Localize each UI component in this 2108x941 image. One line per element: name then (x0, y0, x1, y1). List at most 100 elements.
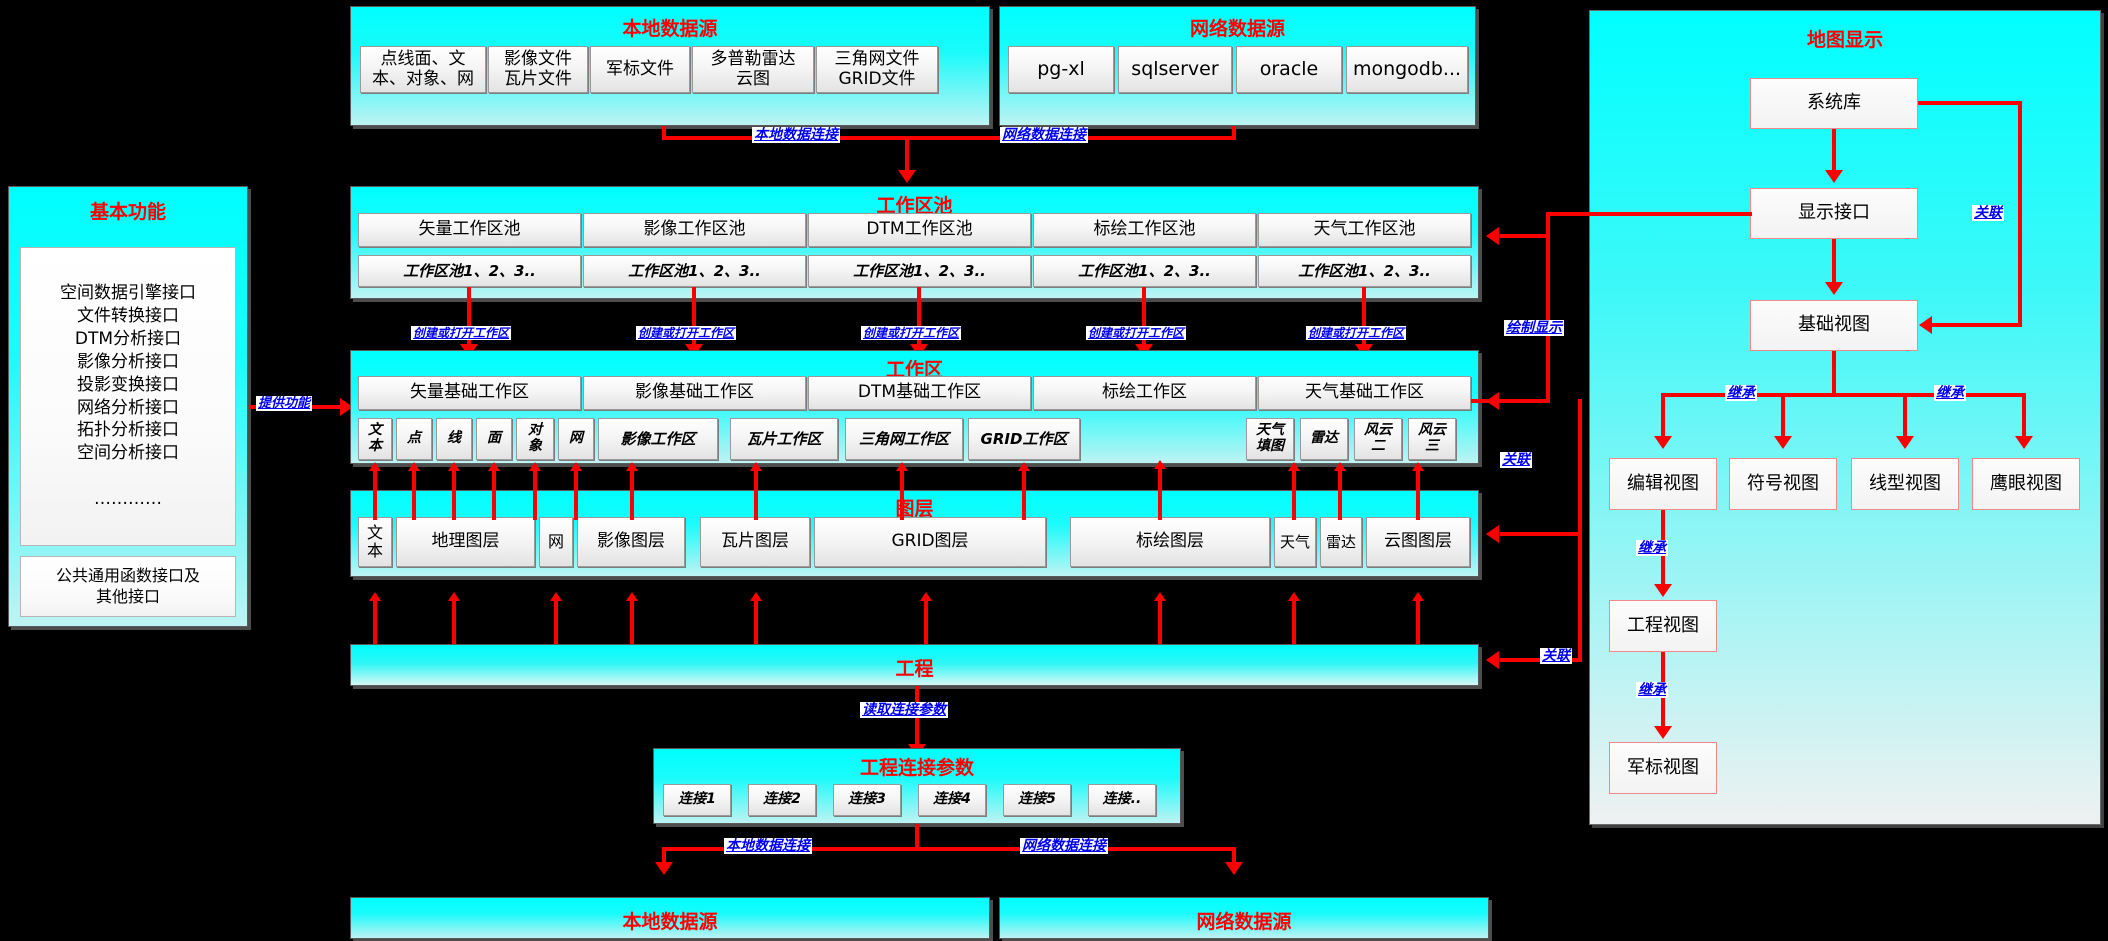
edge-label-read-conn-params: 读取连接参数 (860, 702, 948, 718)
workspace-pool-column[interactable]: 天气工作区池 (1258, 213, 1471, 247)
map-node-display-api[interactable]: 显示接口 (1750, 188, 1918, 239)
map-node-system-lib[interactable]: 系统库 (1750, 78, 1918, 129)
connector-draw-display-to-ws (1500, 399, 1550, 403)
layer-chip[interactable]: 地理图层 (396, 517, 535, 567)
basic-function-common-interface: 公共通用函数接口及 其他接口 (20, 556, 236, 617)
project-params-item[interactable]: 连接1 (663, 784, 731, 816)
arrow-layer-to-project (1154, 592, 1166, 601)
map-node-project-view[interactable]: 工程视图 (1609, 600, 1717, 652)
workspace-pool-instances[interactable]: 工作区池1、2、3.. (358, 255, 581, 287)
workspace-chip[interactable]: 天气 填图 (1246, 418, 1294, 460)
workspace-base[interactable]: 天气基础工作区 (1258, 376, 1471, 410)
connector-ws-to-layer (1022, 470, 1026, 520)
net-source-item[interactable]: sqlserver (1118, 46, 1232, 93)
connector-layer-to-project (754, 600, 758, 644)
layer-chip[interactable]: 雷达 (1320, 517, 1362, 567)
workspace-chip[interactable]: 风云 二 (1354, 418, 1402, 460)
connector-pool-to-ws (467, 287, 471, 350)
net-source-item[interactable]: mongodb... (1346, 46, 1468, 93)
project-params-item[interactable]: 连接5 (1003, 784, 1071, 816)
layer-chip[interactable]: 影像图层 (577, 517, 685, 567)
workspace-base[interactable]: 影像基础工作区 (583, 376, 806, 410)
workspace-chip[interactable]: 三角网工作区 (845, 418, 963, 460)
layer-chip[interactable]: 云图图层 (1366, 517, 1470, 567)
layer-chip[interactable]: GRID图层 (814, 517, 1046, 567)
arrow-inherit-line (1896, 436, 1914, 449)
edge-label-create-open-1: 创建或打开工作区 (411, 326, 512, 340)
workspace-pool-column[interactable]: 矢量工作区池 (358, 213, 581, 247)
connector-ws-to-layer (1158, 468, 1162, 520)
connector-layer-to-project (554, 600, 558, 644)
workspace-chip[interactable]: 网 (558, 418, 594, 460)
workspace-pool-column[interactable]: DTM工作区池 (808, 213, 1031, 247)
arrow-assoc-to-project (1486, 651, 1499, 669)
workspace-pool-column[interactable]: 标绘工作区池 (1033, 213, 1256, 247)
connector-layer-to-project (452, 600, 456, 644)
connector-ws-to-layer (1416, 470, 1420, 520)
layer-chip[interactable]: 天气 (1274, 517, 1316, 567)
workspace-pool-instances[interactable]: 工作区池1、2、3.. (1258, 255, 1471, 287)
edge-label-assoc-project: 关联 (1540, 648, 1572, 664)
net-source-item[interactable]: pg-xl (1008, 46, 1114, 93)
local-source-item[interactable]: 多普勒雷达 云图 (692, 46, 814, 93)
project-panel: 工程 (350, 644, 1479, 686)
connector-assoc-sys-bottom (1932, 323, 2022, 327)
edge-label-create-open-5: 创建或打开工作区 (1306, 326, 1407, 340)
edge-label-inherit-right: 继承 (1934, 385, 1966, 401)
workspace-pool-column[interactable]: 影像工作区池 (583, 213, 806, 247)
map-node-edit-view[interactable]: 编辑视图 (1609, 458, 1717, 510)
map-node-base-view[interactable]: 基础视图 (1750, 300, 1918, 351)
layer-chip[interactable]: 瓦片图层 (700, 517, 810, 567)
workspace-base[interactable]: 标绘工作区 (1033, 376, 1256, 410)
connector-draw-display-vert (1546, 212, 1550, 403)
connector-pool-to-ws (917, 287, 921, 350)
workspace-chip[interactable]: GRID工作区 (968, 418, 1080, 460)
workspace-base[interactable]: 矢量基础工作区 (358, 376, 581, 410)
arrow-assoc-sys-to-base (1919, 316, 1932, 334)
connector-inherit-line (1903, 393, 1907, 439)
connector-ws-to-layer (754, 470, 758, 520)
workspace-pool-instances[interactable]: 工作区池1、2、3.. (583, 255, 806, 287)
workspace-pool-instances[interactable]: 工作区池1、2、3.. (1033, 255, 1256, 287)
layer-chip[interactable]: 文 本 (358, 517, 392, 567)
local-source-item[interactable]: 军标文件 (590, 46, 690, 93)
edge-label-inherit-project: 继承 (1636, 540, 1668, 556)
connector-params-stem (915, 824, 919, 849)
workspace-chip[interactable]: 雷达 (1300, 418, 1348, 460)
workspace-chip[interactable]: 文 本 (358, 418, 392, 460)
project-params-item[interactable]: 连接2 (748, 784, 816, 816)
map-node-symbol-view[interactable]: 符号视图 (1729, 458, 1837, 510)
connector-ws-to-layer (630, 470, 634, 520)
map-node-eagle-view[interactable]: 鹰眼视图 (1972, 458, 2080, 510)
workspace-chip[interactable]: 点 (396, 418, 432, 460)
workspace-base[interactable]: DTM基础工作区 (808, 376, 1031, 410)
workspace-chip[interactable]: 面 (476, 418, 512, 460)
connector-inherit-eagle (2022, 393, 2026, 439)
arrow-layer-to-project (626, 592, 638, 601)
project-params-item[interactable]: 连接.. (1088, 784, 1156, 816)
edge-label-create-open-2: 创建或打开工作区 (636, 326, 737, 340)
project-params-item[interactable]: 连接3 (833, 784, 901, 816)
connector-ws-to-layer (452, 470, 456, 520)
workspace-chip[interactable]: 对 象 (516, 418, 554, 460)
map-node-military-view[interactable]: 军标视图 (1609, 742, 1717, 794)
layer-chip[interactable]: 网 (539, 517, 573, 567)
connector-ws-to-layer (1292, 470, 1296, 520)
connector-layer-to-project (1416, 600, 1420, 644)
net-source-item[interactable]: oracle (1236, 46, 1342, 93)
edge-label-assoc-sys: 关联 (1972, 205, 2004, 221)
workspace-pool-instances[interactable]: 工作区池1、2、3.. (808, 255, 1031, 287)
local-source-item[interactable]: 三角网文件 GRID文件 (816, 46, 938, 93)
workspace-chip[interactable]: 线 (436, 418, 472, 460)
workspace-chip[interactable]: 影像工作区 (598, 418, 718, 460)
map-node-line-view[interactable]: 线型视图 (1851, 458, 1959, 510)
workspace-chip[interactable]: 瓦片工作区 (730, 418, 838, 460)
local-source-item[interactable]: 点线面、文 本、对象、网 (360, 46, 486, 93)
arrow-inherit-eagle (2015, 436, 2033, 449)
project-params-item[interactable]: 连接4 (918, 784, 986, 816)
workspace-chip[interactable]: 风云 三 (1408, 418, 1456, 460)
edge-label-provide-function: 提供功能 (256, 396, 313, 411)
layer-chip[interactable]: 标绘图层 (1070, 517, 1270, 567)
local-source-item[interactable]: 影像文件 瓦片文件 (488, 46, 588, 93)
connector-assoc-project-vert (1578, 532, 1582, 662)
